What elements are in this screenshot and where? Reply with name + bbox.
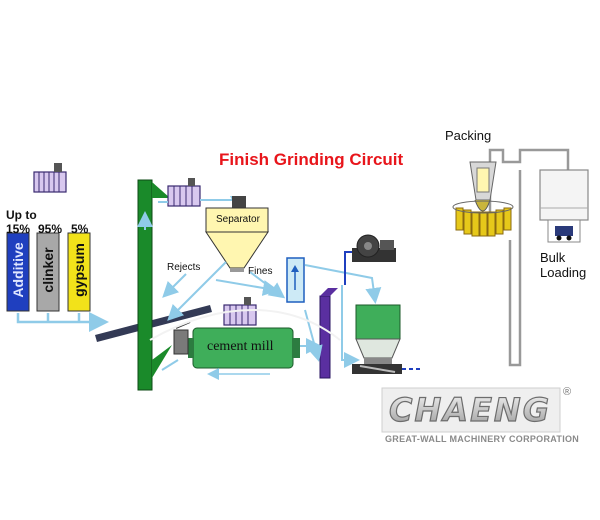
- fan-icon: [352, 234, 396, 262]
- gypsum-percent: 5%: [71, 222, 89, 236]
- brand-subtitle: GREAT-WALL MACHINERY CORPORATION: [385, 434, 580, 444]
- separator: [205, 196, 269, 272]
- brand-name: CHAENG: [389, 391, 551, 429]
- bulk-loading-label-1: Bulk: [540, 250, 566, 265]
- air-lift: [286, 257, 305, 303]
- up-to-label: Up to: [6, 208, 37, 222]
- gypsum-bin: [67, 232, 91, 312]
- diagram-title: Finish Grinding Circuit: [219, 150, 404, 169]
- clinker-bin: [36, 232, 60, 312]
- dust-collector-icon: [33, 163, 67, 193]
- fines-label: Fines: [248, 266, 273, 277]
- bucket-elevator: [137, 179, 172, 391]
- separator-label: Separator: [216, 214, 260, 225]
- packing-label: Packing: [445, 128, 492, 143]
- bulk-loading-silo: [539, 169, 589, 243]
- additive-percent: 15%: [6, 222, 31, 236]
- brand-logo: CHAENG: [381, 387, 561, 433]
- cement-mill-label: cement mill: [207, 339, 274, 354]
- bulk-loading-label-2: Loading: [540, 265, 587, 280]
- packing-machine: [452, 148, 570, 237]
- rejects-label: Rejects: [167, 262, 201, 273]
- cement-silo: [352, 304, 402, 374]
- additive-label: Additive: [10, 242, 26, 298]
- gypsum-label: gypsum: [71, 243, 87, 297]
- mill-elevator: [319, 288, 338, 379]
- additive-bin: [6, 232, 30, 312]
- brand-registered: ®: [563, 386, 572, 398]
- cement-mill: [173, 321, 300, 369]
- dust-collector-icon: [167, 178, 201, 207]
- clinker-percent: 95%: [38, 222, 63, 236]
- clinker-label: clinker: [40, 247, 56, 293]
